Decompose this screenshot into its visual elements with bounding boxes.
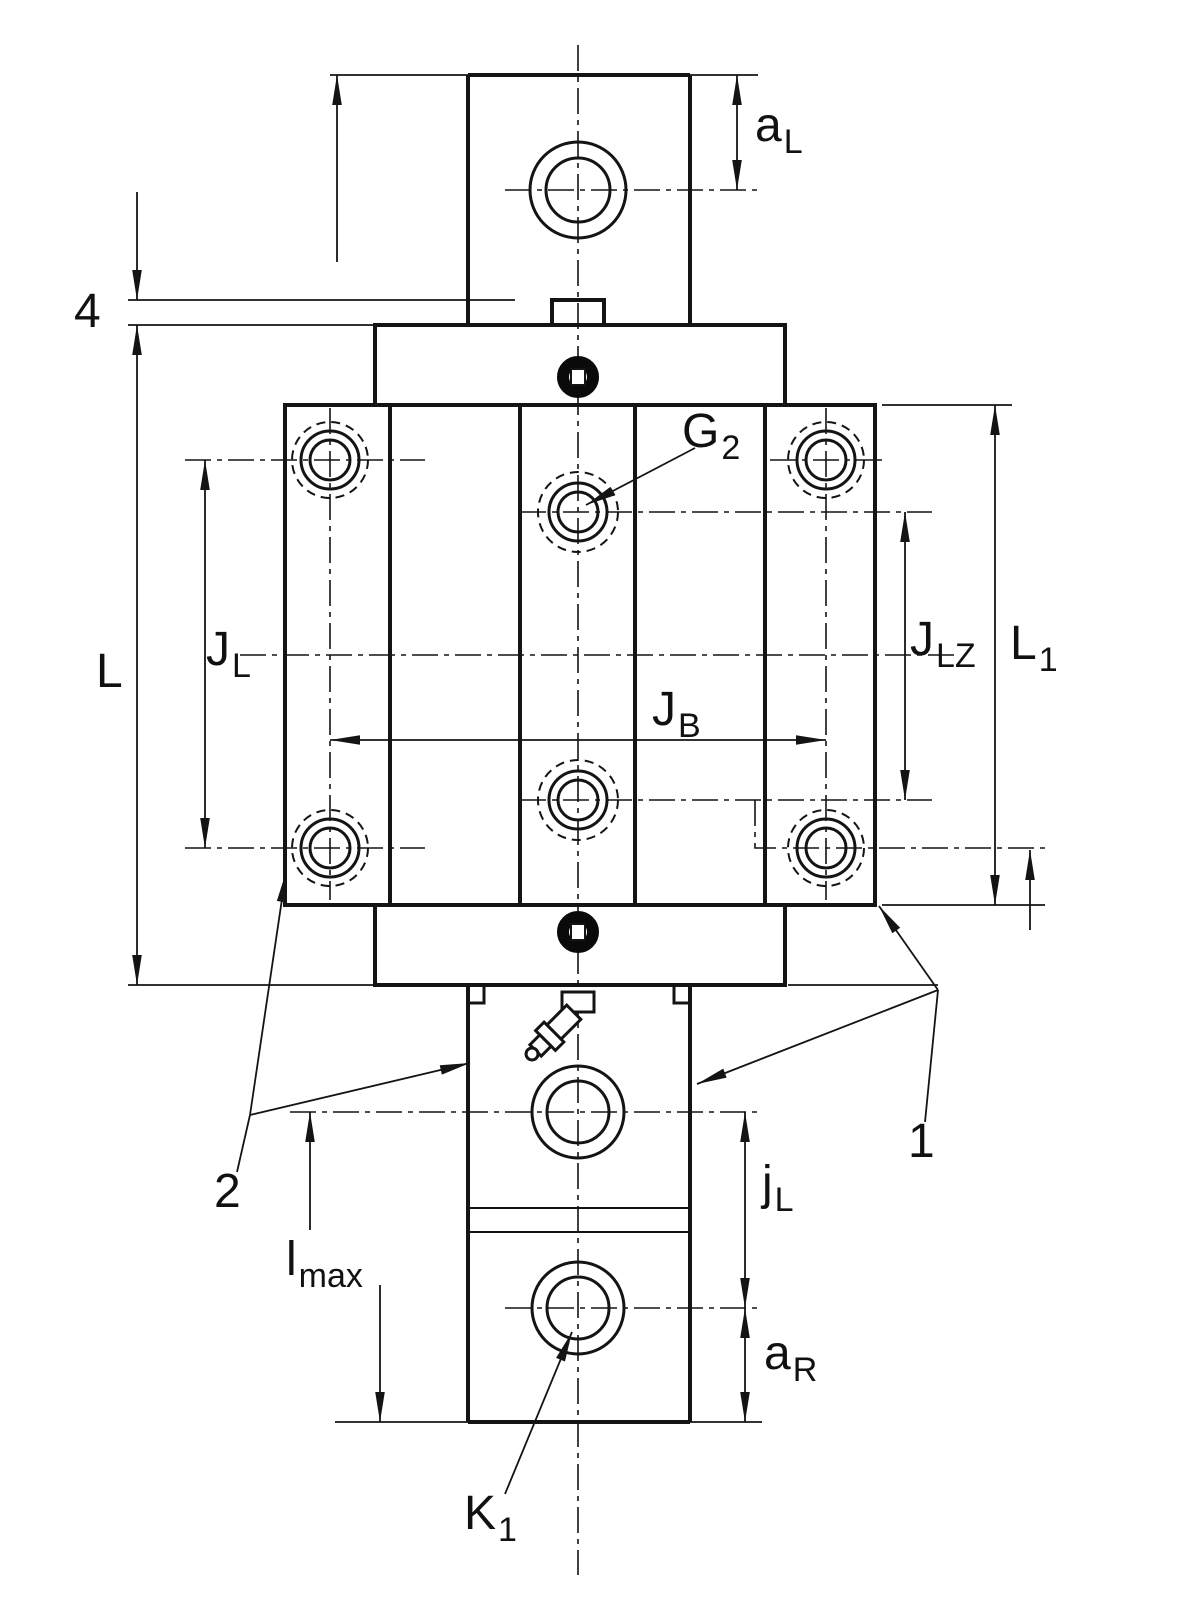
lube-ring-bottom	[557, 911, 599, 953]
center-hole-g2	[537, 471, 619, 553]
callout-label-4: 4	[74, 285, 101, 338]
end-plate-bottom	[373, 903, 787, 987]
leader-2a	[249, 871, 287, 1116]
center-lines	[185, 45, 1050, 1575]
mounting-hole-top-left	[291, 421, 369, 499]
dim-label-L: L	[96, 645, 123, 698]
grease-nipple-icon	[524, 990, 596, 1062]
leader-lines	[236, 447, 939, 1495]
rail-hole-upper	[530, 1064, 626, 1160]
callout-label-1: 1	[908, 1115, 935, 1168]
rail-hole-lower	[530, 1260, 626, 1356]
leader-1a	[878, 905, 939, 991]
dim-label-JB: JB	[652, 683, 701, 745]
dim-label-jL: jL	[762, 1157, 794, 1219]
mounting-hole-top-right	[787, 421, 865, 499]
dim-label-aR: aR	[764, 1327, 818, 1389]
mounting-hole-bottom-left	[291, 809, 369, 887]
rail-hole-top	[528, 140, 628, 240]
dim-label-JLZ: JLZ	[910, 613, 976, 675]
guide-rail-top	[466, 73, 692, 325]
leader-1b	[696, 989, 939, 1085]
dim-label-lmax: lmax	[286, 1233, 363, 1295]
carriage-body	[283, 298, 877, 987]
callout-label-2: 2	[214, 1165, 241, 1218]
mounting-holes	[291, 421, 865, 887]
leader-2b	[249, 1062, 471, 1116]
dim-label-L1: L1	[1010, 617, 1058, 679]
dim-label-K1: K1	[464, 1487, 517, 1549]
wiper-tab-left	[466, 983, 486, 1005]
dim-label-G2: G2	[682, 405, 741, 467]
dim-label-JL: JL	[206, 623, 251, 685]
leader-2-stem	[236, 1114, 251, 1173]
wiper-tab-right	[672, 983, 692, 1005]
guide-rail-bottom	[466, 983, 692, 1424]
mounting-hole-bottom-right	[787, 809, 865, 887]
extension-lines	[128, 74, 1045, 1423]
leader-1-stem	[924, 989, 939, 1123]
center-hole-lower	[537, 759, 619, 841]
leader-K1	[504, 1331, 573, 1495]
dim-label-aL: aL	[755, 99, 803, 161]
leader-G2	[585, 447, 696, 506]
lube-ring-top	[557, 356, 599, 398]
dimension-lines	[132, 75, 1035, 1422]
